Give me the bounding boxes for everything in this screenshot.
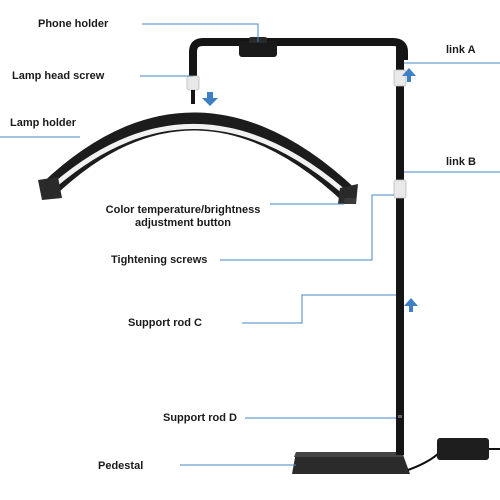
label-color-button: Color temperature/brightness adjustment … (96, 204, 270, 230)
label-color-button-line1: Color temperature/brightness (105, 204, 261, 216)
leader-support-rod-c (242, 294, 396, 324)
lamp-diffuser (54, 124, 344, 192)
phone-holder-clip (239, 41, 277, 57)
link-b-connector (393, 179, 407, 199)
label-pedestal: Pedestal (98, 460, 144, 472)
leader-tightening-screws (220, 194, 394, 261)
arrow-lamp-head (202, 92, 218, 106)
power-cable (407, 451, 441, 471)
link-a-connector (393, 69, 407, 87)
label-link-b: link B (446, 156, 476, 168)
label-phone-holder: Phone holder (38, 18, 109, 30)
support-rod (396, 45, 404, 455)
adjustment-button (344, 198, 356, 204)
top-arm (189, 38, 408, 78)
label-support-rod-c: Support rod C (128, 317, 202, 329)
label-lamp-head-screw: Lamp head screw (12, 70, 105, 82)
label-support-rod-d: Support rod D (163, 412, 237, 424)
power-adapter (437, 438, 489, 460)
arrow-support-rod (404, 298, 418, 312)
arrow-link-a (402, 68, 416, 82)
pedestal-base (292, 452, 410, 474)
leader-phone-holder (142, 23, 259, 42)
label-tightening-screws: Tightening screws (111, 254, 208, 266)
lamp-head-connector (186, 75, 200, 91)
label-lamp-holder: Lamp holder (10, 117, 77, 129)
label-color-button-line2: adjustment button (135, 217, 231, 229)
label-link-a: link A (446, 44, 476, 56)
